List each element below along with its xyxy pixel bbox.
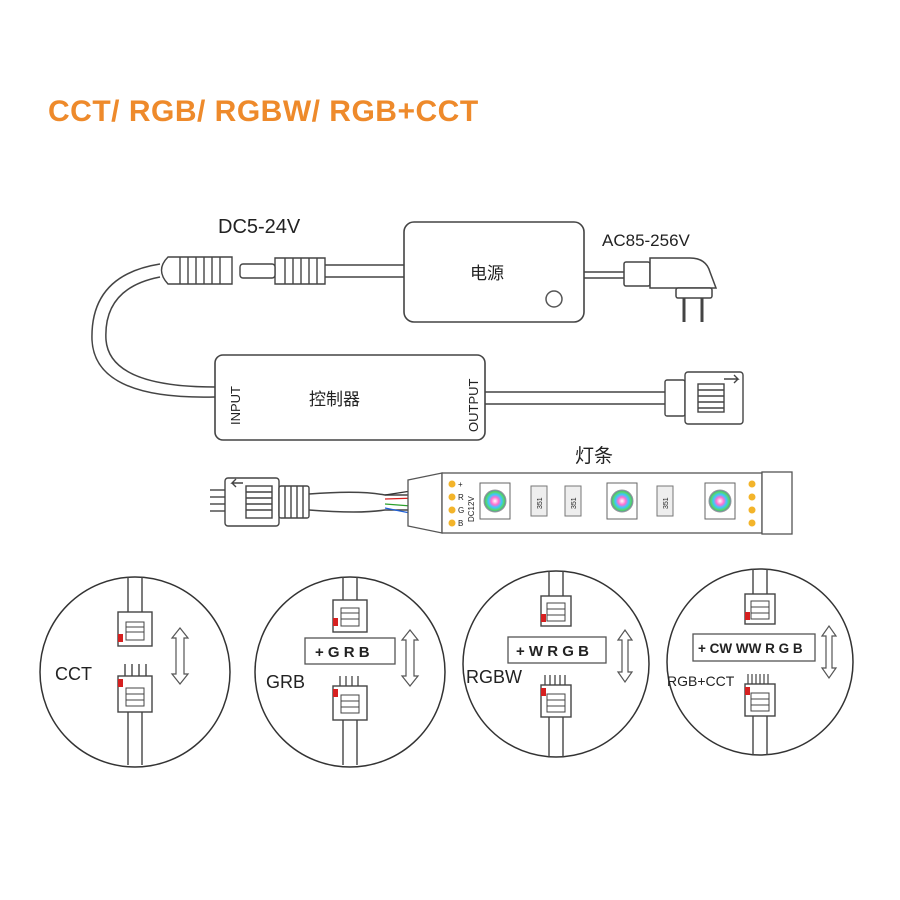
power-led-indicator <box>545 290 563 308</box>
mode-label-rgbw: RGBW <box>466 667 522 687</box>
mode-label-grb: GRB <box>266 672 305 692</box>
output-cable <box>485 391 665 405</box>
resistor-2: 351 <box>564 485 582 517</box>
pin-order-rgbw: + W R G B <box>516 643 589 660</box>
led-chip-3 <box>704 482 736 520</box>
svg-text:351: 351 <box>537 497 544 509</box>
strip-pin-r: R <box>458 493 464 502</box>
strip-cable <box>308 491 420 513</box>
power-supply-label: 电源 <box>470 264 504 283</box>
svg-text:351: 351 <box>571 497 578 509</box>
led-strip-label: 灯条 <box>575 445 613 467</box>
strip-connector <box>210 477 310 527</box>
mode-circle-cct <box>39 576 231 768</box>
mode-circle-rgb-cct <box>666 568 854 756</box>
resistor-1: 351 <box>530 485 548 517</box>
controller-box <box>214 354 486 441</box>
mode-circle-grb <box>254 576 446 768</box>
led-chip-2 <box>606 482 638 520</box>
output-connector <box>664 371 744 425</box>
mode-label-rgb-cct: RGB+CCT <box>667 673 735 689</box>
controller-label: 控制器 <box>309 390 360 409</box>
strip-pin-g: G <box>458 506 464 515</box>
strip-pin-b: B <box>458 519 463 528</box>
dc-loop-cable <box>91 263 216 398</box>
pin-order-grb: + G R B <box>315 644 370 661</box>
mode-circle-rgbw <box>462 570 650 758</box>
output-label: OUTPUT <box>466 379 481 433</box>
mode-label-cct: CCT <box>55 664 92 684</box>
dc-cable <box>325 264 404 278</box>
strip-pin-plus: + <box>458 480 463 489</box>
diagram-title: CCT/ RGB/ RGBW/ RGB+CCT <box>48 95 479 128</box>
resistor-3: 351 <box>656 485 674 517</box>
led-chip-1 <box>479 482 511 520</box>
dc-female-plug <box>160 256 233 285</box>
svg-text:351: 351 <box>663 497 670 509</box>
dc-male-plug <box>239 257 326 285</box>
dc-voltage-label: DC5-24V <box>218 216 301 238</box>
ac-plug <box>623 257 718 322</box>
strip-dc-label: DC12V <box>467 496 476 522</box>
pin-order-rgb-cct: + CW WW R G B <box>698 641 803 656</box>
input-label: INPUT <box>228 386 243 425</box>
ac-voltage-label: AC85-256V <box>602 231 691 250</box>
